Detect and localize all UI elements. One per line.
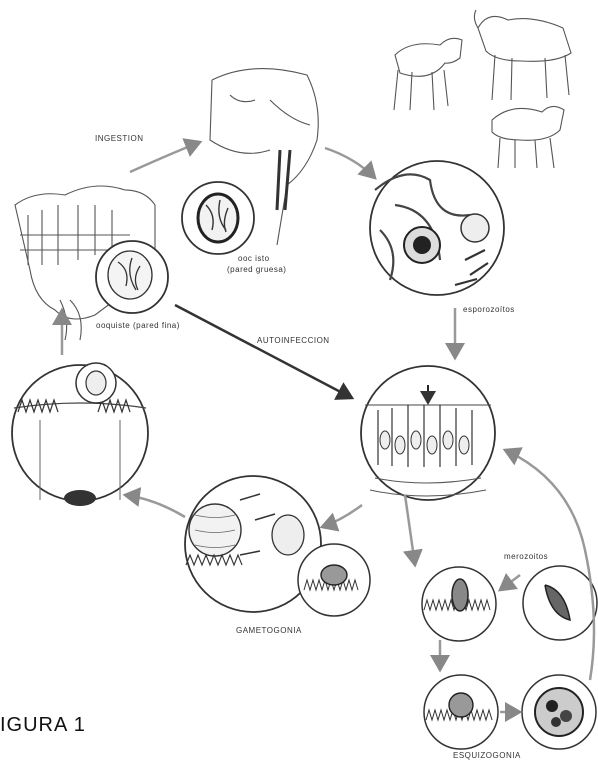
oocyst-thick-wall bbox=[182, 182, 254, 254]
schizogony-circle-2 bbox=[523, 566, 597, 640]
figure-caption: IGURA 1 bbox=[0, 714, 86, 737]
label-esporozoitos: esporozoítos bbox=[463, 305, 515, 314]
oocyst-small-circle bbox=[76, 363, 116, 403]
animal-lamb bbox=[492, 106, 564, 168]
label-autoinfeccion: AUTOINFECCION bbox=[257, 336, 330, 345]
macrogamete-small-circle bbox=[298, 544, 370, 616]
epithelium-infection-circle bbox=[361, 366, 495, 500]
sporozoite-intestine-circle bbox=[370, 161, 504, 295]
label-oocysto: ooc isto bbox=[238, 254, 270, 263]
oocyst-thin-wall bbox=[96, 241, 168, 313]
schizogony-circle-4 bbox=[522, 675, 596, 749]
label-merozoitos: merozoitos bbox=[504, 552, 548, 561]
label-ingestion: INGESTION bbox=[95, 134, 144, 143]
label-esquizogonia: ESQUIZOGONIA bbox=[453, 751, 521, 760]
autoinfection-arrow bbox=[175, 305, 352, 398]
animal-calf-right bbox=[474, 10, 571, 100]
label-ooquiste-thin: ooquiste (pared fina) bbox=[96, 321, 180, 330]
label-oocysto-thick: (pared gruesa) bbox=[227, 265, 286, 274]
label-gametogonia: GAMETOGONIA bbox=[236, 626, 302, 635]
schizogony-circle-1 bbox=[422, 567, 496, 641]
schizogony-circle-3 bbox=[424, 675, 498, 749]
animal-sheep-left bbox=[394, 38, 462, 110]
